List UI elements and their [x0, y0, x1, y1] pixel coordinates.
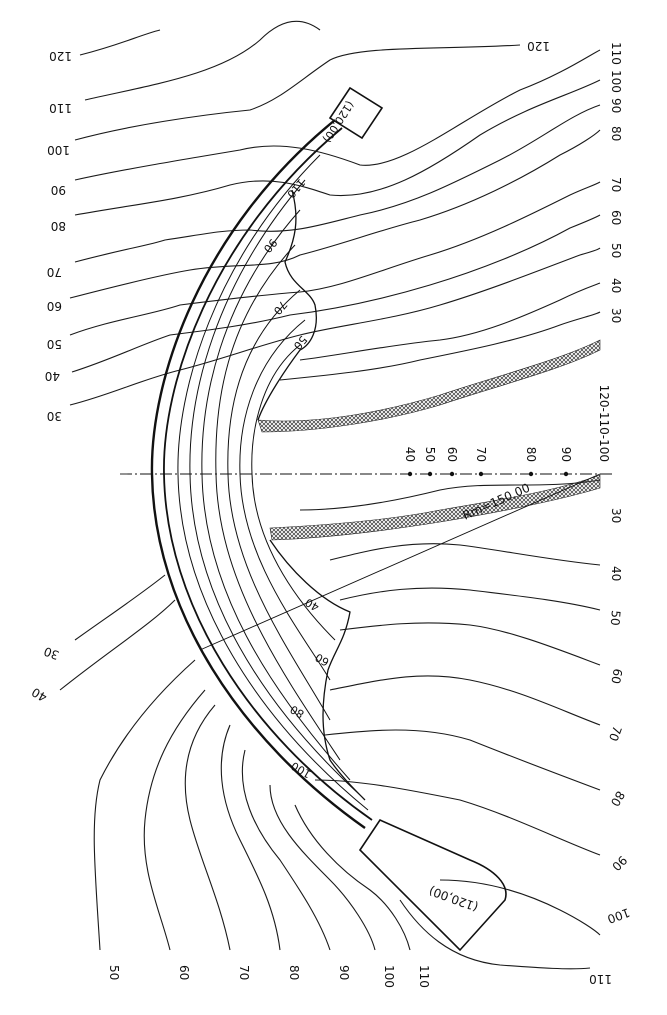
- contour-line: [74, 79, 601, 216]
- contour-line: [329, 675, 601, 726]
- crest-block-upper: (120,00): [320, 86, 384, 145]
- river-bank-upper: [257, 339, 601, 433]
- contour-label: 100: [609, 70, 623, 93]
- arch-elev-label: 80: [288, 702, 307, 720]
- contour-label: 110: [609, 42, 623, 65]
- contour-line: [74, 44, 521, 141]
- contour-label: 80: [51, 219, 66, 233]
- contour-line: [74, 49, 601, 181]
- crest-block-lower: (120,00): [358, 818, 507, 952]
- crest-elev-lower: (120,00): [427, 883, 480, 914]
- contour-label: 60: [608, 667, 624, 684]
- contour-line: [294, 804, 411, 951]
- contour-label: 80: [609, 126, 623, 141]
- contour-line: [84, 20, 321, 101]
- contour-label: 60: [177, 965, 191, 980]
- contour-label: 110: [589, 972, 612, 986]
- contour-label: 100: [47, 143, 70, 157]
- contour-label: 70: [609, 177, 623, 192]
- contour-labels-left-lower: 30 40: [29, 644, 61, 705]
- contour-line: [339, 622, 601, 666]
- contour-label: 70: [606, 724, 624, 743]
- contour-line: [184, 704, 231, 951]
- contour-labels-right-upper: 30 40 50 60 70 80 90 100 110 120: [527, 39, 623, 323]
- contour-labels-bottom: 50 60 70 80 90 100 110: [107, 965, 431, 988]
- contour-label: 30: [47, 409, 62, 423]
- contour-label: 120: [527, 39, 550, 53]
- contour-labels-left: 120 110 100 90 80 70 60 50 40 30: [45, 49, 72, 423]
- contour-line: [299, 479, 601, 511]
- arch-elev-label: 70: [271, 298, 290, 317]
- contour-line: [69, 181, 601, 336]
- contour-line: [439, 879, 601, 936]
- axis-end-label: 120-110-100: [597, 385, 611, 462]
- contour-label: 40: [29, 685, 49, 705]
- contour-label: 90: [51, 183, 66, 197]
- contour-line: [79, 29, 161, 56]
- contour-label: 50: [609, 243, 623, 258]
- arch-elev-label: 40: [303, 595, 322, 613]
- contour-label: 70: [237, 965, 251, 980]
- contour-line: [399, 899, 591, 970]
- contour-line: [269, 784, 376, 951]
- contour-label: 90: [609, 853, 630, 874]
- contour-label: 40: [609, 278, 623, 293]
- contour-line: [69, 247, 601, 406]
- contour-label: 50: [608, 610, 623, 626]
- contour-label: 110: [417, 965, 431, 988]
- contour-label: 40: [45, 369, 60, 383]
- contour-line: [220, 724, 281, 951]
- axis-mark-label: 80: [524, 447, 538, 462]
- contour-label: 90: [337, 965, 351, 980]
- contour-line: [339, 587, 601, 611]
- valley-axis: 120-110-100 40 50 60 70 80 90: [120, 385, 612, 477]
- contour-line: [241, 749, 331, 951]
- contour-line: [69, 129, 601, 299]
- contour-line: [314, 779, 601, 856]
- contour-label: 50: [47, 337, 62, 351]
- contour-label: 80: [287, 965, 301, 980]
- contour-line: [329, 543, 601, 566]
- contour-label: 60: [47, 299, 62, 313]
- contour-line: [74, 104, 601, 263]
- contour-label: 70: [47, 265, 62, 279]
- contour-line: [59, 599, 176, 691]
- axis-mark-label: 40: [403, 447, 417, 462]
- arch-elev-label: 50: [291, 333, 310, 352]
- contour-line: [324, 729, 601, 791]
- contour-label: 40: [609, 566, 623, 581]
- contour-line: [74, 574, 166, 641]
- contour-line: [71, 214, 601, 373]
- arch-elev-label: 60: [313, 650, 332, 668]
- axis-ticks: [407, 471, 569, 477]
- contour-label: 30: [609, 508, 623, 523]
- contour-line: [299, 282, 601, 361]
- axis-mark-label: 60: [445, 447, 459, 462]
- contour-label: 30: [42, 644, 61, 662]
- river-bank-lower: [269, 474, 601, 541]
- contour-label: 30: [609, 308, 623, 323]
- contour-label: 100: [382, 965, 396, 988]
- contour-label: 80: [608, 789, 628, 809]
- contour-label: 90: [609, 98, 623, 113]
- contour-label: 120: [49, 49, 72, 63]
- river-bed: [257, 339, 601, 541]
- contour-label: 110: [49, 101, 72, 115]
- terrain-contours: [59, 20, 601, 970]
- contour-label: 60: [609, 210, 623, 225]
- contour-label: 50: [107, 965, 121, 980]
- contour-line: [93, 659, 196, 951]
- axis-mark-label: 50: [423, 447, 437, 462]
- axis-mark-label: 90: [559, 447, 573, 462]
- axis-mark-label: 70: [474, 447, 488, 462]
- contour-label: 100: [605, 905, 631, 926]
- contour-line: [279, 311, 601, 381]
- contour-line: [143, 689, 206, 951]
- contour-labels-right-lower: 110 100 90 80 70 60 50 40 30: [589, 508, 632, 986]
